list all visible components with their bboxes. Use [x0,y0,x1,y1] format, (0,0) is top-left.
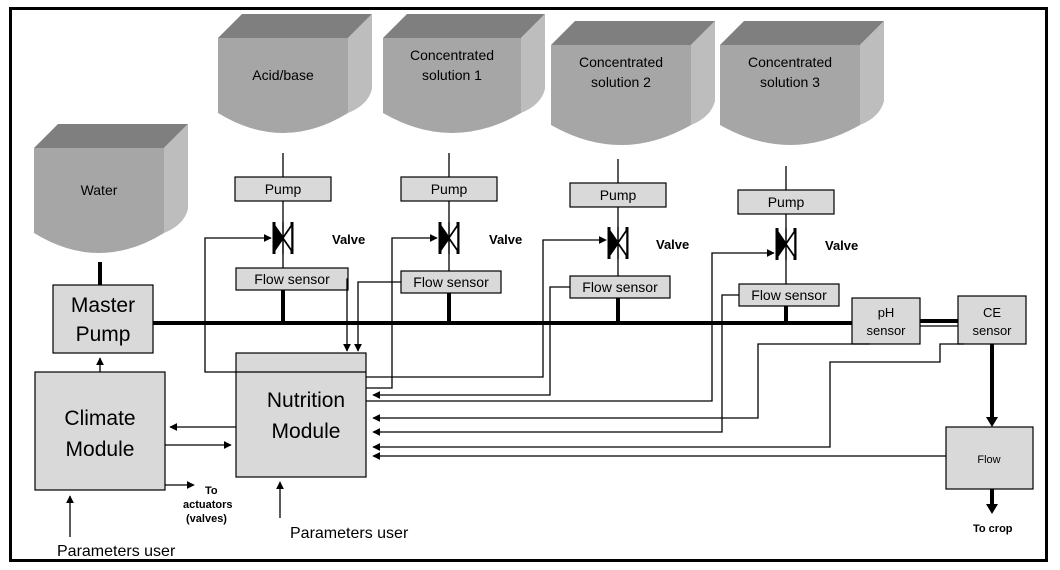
ph-sensor-label-1: pH [878,305,895,320]
conc1-tank-front [383,38,521,133]
conc1-tank-label-1: Concentrated [410,47,494,63]
conc3-tank-front [720,45,860,145]
flow-box: Flow [945,426,1034,490]
climate-module-label-2: Module [66,438,135,461]
nutrition-module-label-1: Nutrition [267,389,345,412]
parameters-user-climate: Parameters user [57,543,176,560]
conc2-tank-label-1: Concentrated [579,54,663,70]
valve-conc1-label: Valve [489,232,522,247]
valve-acid-icon [272,222,294,254]
pump-acid-label: Pump [265,181,302,197]
ce-sensor-label-1: CE [983,305,1001,320]
conc2-tank-top [551,21,715,45]
acid-tank-front [218,38,348,133]
conc3-tank-label-2: solution 3 [760,74,820,90]
flow-sensor-conc2-label: Flow sensor [582,279,658,295]
conc3-tank: Concentrated solution 3 [720,21,884,145]
master-pump-label-1: Master [71,294,135,317]
feedback-wire-acid [343,278,351,352]
flow-sensor-acid-label: Flow sensor [254,271,330,287]
conc1-tank: Concentrated solution 1 [383,14,545,133]
valve-conc2-label: Valve [656,237,689,252]
to-actuators-label-2: actuators [183,499,233,511]
pump-conc3-label: Pump [768,194,805,210]
acid-tank-top [218,14,372,38]
ce-sensor-label-2: sensor [972,323,1012,338]
wire-ce-to-nutrition [372,343,964,451]
water-tank: Water [34,124,188,253]
master-pump-label-2: Pump [76,323,131,346]
acid-tank: Acid/base [218,14,372,133]
climate-module-label-1: Climate [64,407,135,430]
conc1-tank-label-2: solution 1 [422,67,482,83]
nutrition-module-label-2: Module [272,420,341,443]
control-wire-acid [204,234,366,373]
to-actuators-label-1: To [205,485,218,497]
flow-sensor-conc1-label: Flow sensor [413,274,489,290]
conc3-tank-top [720,21,884,45]
arrowhead-to-crop [986,504,998,514]
diagram-frame [9,7,1048,562]
flow-sensor-conc3-label: Flow sensor [751,287,827,303]
control-wire-conc2 [366,236,607,378]
ph-sensor-label-2: sensor [866,323,906,338]
conc3-tank-label-1: Concentrated [748,54,832,70]
nutrition-module: Nutrition Module [235,352,367,478]
ph-sensor: pH sensor [851,297,921,345]
climate-module: Climate Module [34,371,166,491]
water-tank-front [34,148,164,253]
control-wire-conc3 [366,249,775,402]
master-pump: Master Pump [52,284,154,354]
conc1-tank-side [521,14,545,113]
valve-acid-label: Valve [332,232,365,247]
feedback-wire-conc2 [372,286,570,399]
water-tank-top [34,124,188,148]
pump-conc1 [400,176,498,202]
pump-conc2 [569,182,667,208]
water-tank-label-1: Water [81,182,118,198]
valve-conc2-icon [607,227,629,259]
conc3-tank-side [860,21,884,125]
conc1-tank-top [383,14,545,38]
to-crop-label: To crop [973,523,1013,535]
flow-box-label: Flow [977,454,1000,466]
pump-conc1-label: Pump [431,181,468,197]
water-tank-side [164,124,188,233]
conc2-tank-side [691,21,715,125]
ce-sensor: CE sensor [957,295,1027,345]
control-wire-conc1 [366,234,438,389]
conc2-tank: Concentrated solution 2 [551,21,715,145]
arrowhead-ce-to-flow [986,417,998,427]
parameters-user-nutrition: Parameters user [290,525,409,542]
feedback-wire-conc1 [354,281,401,352]
wire-ph-to-nutrition [372,343,870,422]
to-actuators-label-3: (valves) [186,513,227,525]
conc2-tank-front [551,45,691,145]
feedback-wire-conc3 [372,294,739,436]
pump-conc2-label: Pump [600,187,637,203]
conc2-tank-label-2: solution 2 [591,74,651,90]
valve-conc1-icon [438,222,460,254]
acid-tank-label-1: Acid/base [252,67,314,83]
acid-tank-side [348,14,372,113]
pump-acid [234,176,332,202]
valve-conc3-label: Valve [825,238,858,253]
valve-conc3-icon [775,228,797,260]
